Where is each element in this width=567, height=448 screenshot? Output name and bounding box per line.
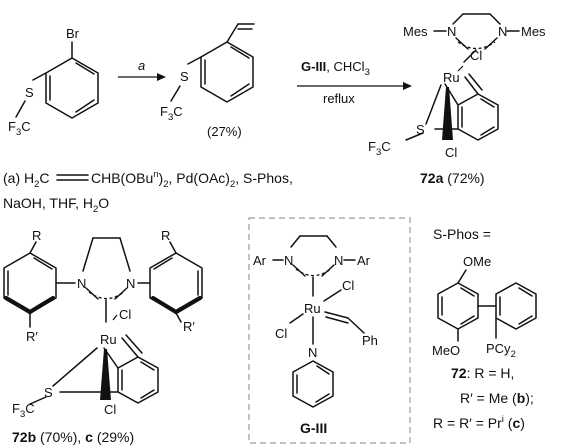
svg-text:F3C: F3C: [160, 104, 183, 123]
chloride-label: Cl: [119, 307, 131, 322]
dicyclohexylphosphino-label: PCy: [486, 341, 511, 356]
bromine-label: Br: [66, 26, 80, 41]
r-prime-label: R′: [26, 329, 38, 344]
chloride-label: Cl: [342, 278, 354, 293]
catalyst-label: G-III: [301, 59, 326, 74]
compound-72b-label: 72b: [12, 429, 36, 445]
svg-text:NaOH, THF, H2O: NaOH, THF, H2O: [3, 195, 109, 215]
svg-text:G-III, CHCl3: G-III, CHCl3: [301, 59, 370, 78]
svg-text:N: N: [284, 253, 293, 268]
svg-text:F3C: F3C: [368, 139, 391, 158]
svg-text:F3C: F3C: [12, 401, 35, 420]
conditions-line-1: (a) H: [3, 170, 34, 186]
svg-text:CHB(OBun)2, Pd(OAc)2, S-Phos,: CHB(OBun)2, Pd(OAc)2, S-Phos,: [91, 169, 293, 190]
svg-text:N: N: [447, 24, 456, 39]
reaction-arrow-a: a: [118, 58, 166, 81]
svg-text:N: N: [334, 253, 343, 268]
svg-text:72b (70%), c (29%): 72b (70%), c (29%): [12, 429, 134, 445]
compound-72b-c: R R′ N N R R′ Cl Ru: [3, 228, 203, 445]
methoxy-label: MeO: [432, 343, 460, 358]
sphos-legend: S-Phos = OMe MeO PCy2 72: R = H, R′ = Me…: [432, 226, 537, 431]
r-prime-label: R′: [183, 319, 195, 334]
sulfur-label: S: [180, 69, 189, 84]
fluorine-label: F: [8, 119, 16, 134]
giii-label: G-III: [300, 420, 327, 436]
svg-text:R = R′ = Pri (c): R = R′ = Pri (c): [433, 414, 525, 431]
sphos-line-3: R = R′ = Pr: [433, 415, 502, 431]
compound-72c-label: c: [85, 429, 93, 445]
chloride-label: Cl: [470, 48, 482, 63]
compound-72a-label: 72a: [420, 170, 444, 186]
svg-text:S: S: [44, 385, 53, 400]
ruthenium-label: Ru: [304, 301, 321, 316]
vinyl-aryl-sulfide: S F3C (27%): [160, 23, 255, 139]
svg-text:R′ = Me (b);: R′ = Me (b);: [460, 390, 534, 406]
sulfur-label: S: [25, 85, 34, 100]
conditions-a: (a) H2C CHB(OBun)2, Pd(OAc)2, S-Phos, Na…: [3, 169, 293, 215]
ruthenium-label: Ru: [443, 70, 460, 85]
r-label: R: [32, 228, 41, 243]
chloride-label: Cl: [275, 326, 287, 341]
catalyst-giii: Ar N N Ar Ru Cl Cl Ph N G-III: [248, 217, 411, 444]
chloride-label: Cl: [104, 402, 116, 417]
sphos-line-1: 72: [451, 365, 467, 381]
bromo-aryl-sulfide: Br S F3C: [8, 26, 99, 138]
svg-text:72a (72%): 72a (72%): [420, 170, 485, 186]
svg-text:N: N: [498, 24, 507, 39]
reflux-label: reflux: [323, 91, 355, 106]
mesityl-label: Mes: [403, 24, 428, 39]
giii-dashed-box: [248, 217, 411, 444]
arrow-a-label: a: [138, 58, 145, 73]
reaction-arrow-giii: G-III, CHCl3 reflux: [297, 59, 412, 106]
vinyl-yield: (27%): [207, 124, 242, 139]
sphos-header: S-Phos =: [433, 226, 491, 242]
svg-text:F3C: F3C: [8, 119, 31, 138]
svg-text:72: R = H,: 72: R = H,: [451, 365, 514, 381]
r-label: R: [161, 228, 170, 243]
svg-text:S: S: [416, 122, 425, 137]
svg-text:N: N: [126, 276, 135, 291]
methoxy-label: OMe: [463, 254, 491, 269]
mesityl-label: Mes: [521, 24, 546, 39]
sphos-line-2: R′ = Me (: [460, 390, 517, 406]
svg-text:PCy2: PCy2: [486, 341, 516, 360]
svg-text:N: N: [308, 345, 317, 360]
phenyl-label: Ph: [362, 333, 378, 348]
ruthenium-label: Ru: [100, 332, 117, 347]
compound-72a: Mes N N Mes Cl Ru S F3C Cl 72a (72%): [368, 13, 546, 186]
chloride-label: Cl: [445, 145, 457, 160]
aryl-label: Ar: [357, 253, 371, 268]
conditions-line-2: NaOH, THF, H: [3, 195, 93, 211]
svg-text:(a) H2C: (a) H2C: [3, 170, 50, 190]
svg-text:N: N: [77, 276, 86, 291]
aryl-label: Ar: [253, 253, 267, 268]
